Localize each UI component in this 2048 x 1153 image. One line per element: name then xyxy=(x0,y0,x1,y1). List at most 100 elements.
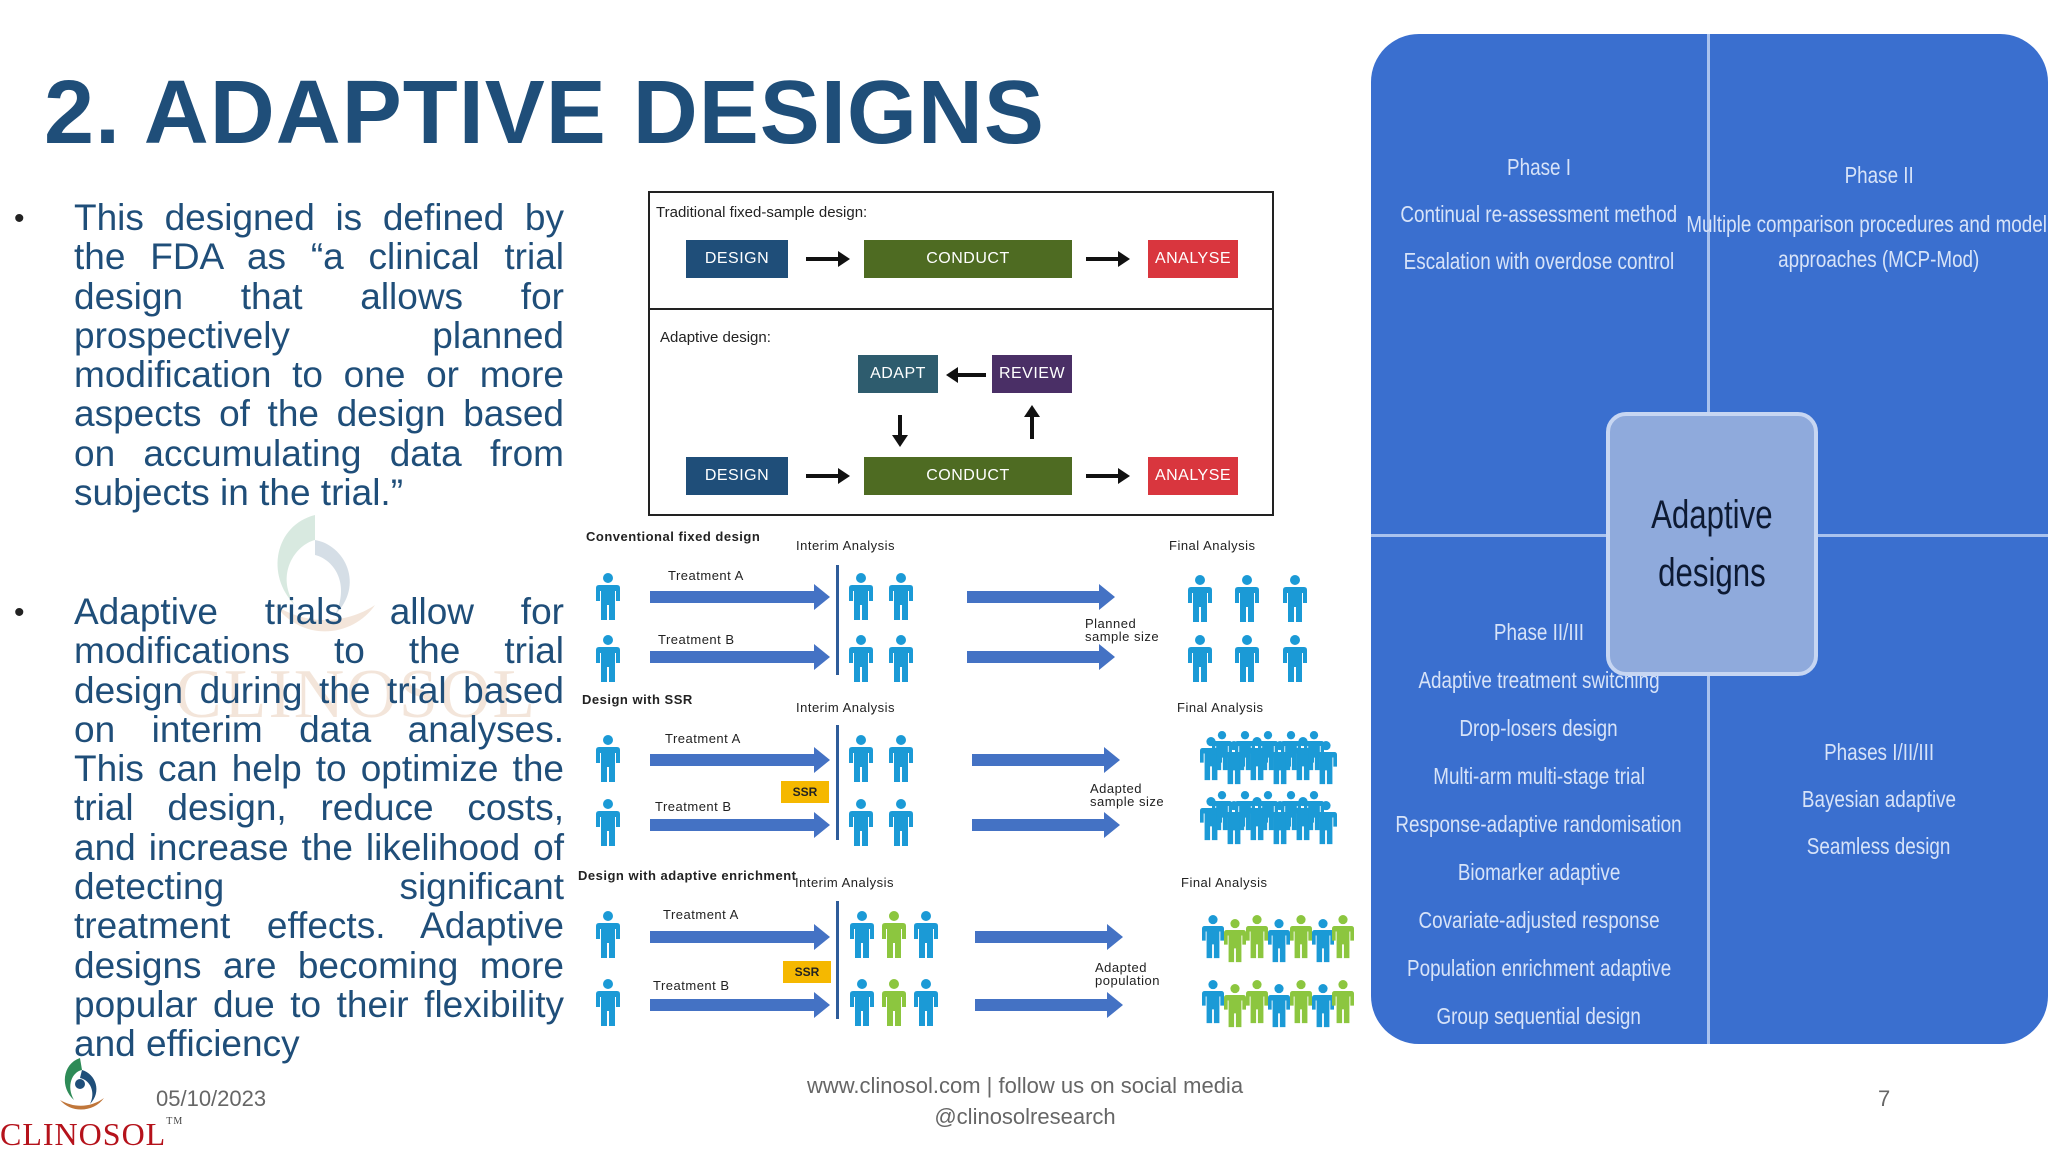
quadrant-item: Phase II/III xyxy=(1493,619,1585,645)
person-icon xyxy=(596,573,620,620)
middle-label: Planned sample size xyxy=(1085,616,1160,644)
arrow-right xyxy=(806,251,850,267)
watermark-text: CLINOSOL xyxy=(175,656,538,733)
quadrant-item: Covariate-adjusted response xyxy=(1418,907,1660,933)
person-icon xyxy=(596,635,620,682)
schematic-divider xyxy=(650,308,1272,310)
person-icon xyxy=(1290,915,1312,959)
quadrant-item: Drop-losers design xyxy=(1459,715,1619,741)
treatment-arrow xyxy=(967,584,1115,610)
quadrant-item: Phase II xyxy=(1844,162,1914,188)
logo-wordmark: CLINOSOL xyxy=(0,1116,167,1152)
person-icon xyxy=(596,979,620,1026)
treatment-arrow xyxy=(650,924,830,950)
person-icon xyxy=(914,979,938,1026)
arrow-right xyxy=(806,468,850,484)
treatment-arrow xyxy=(650,812,830,838)
quadrant-item: Escalation with overdose control xyxy=(1403,248,1675,274)
quadrant-item: Group sequential design xyxy=(1436,1003,1642,1029)
center-text: designs xyxy=(1658,551,1766,595)
person-icon xyxy=(1212,791,1232,831)
logo-trademark: TM xyxy=(166,1116,184,1127)
person-icon xyxy=(1281,731,1301,771)
person-icon xyxy=(849,799,873,846)
design-schematic: Traditional fixed-sample design: DESIGN … xyxy=(648,191,1274,516)
person-icon xyxy=(849,573,873,620)
person-icon xyxy=(1283,575,1307,622)
ssr-tag: SSR xyxy=(781,781,829,803)
ssr-tag: SSR xyxy=(783,961,831,983)
final-label: Final Analysis xyxy=(1181,875,1268,890)
treatment-a-label: Treatment A xyxy=(665,731,741,746)
person-icon xyxy=(882,911,906,958)
quadrant-item: Continual re-assessment method xyxy=(1400,201,1678,227)
person-icon xyxy=(1212,731,1232,771)
interim-label: Interim Analysis xyxy=(795,875,895,890)
person-icon xyxy=(850,911,874,958)
bullet-symbol: • xyxy=(14,202,25,235)
interim-line xyxy=(836,565,839,675)
bullet-2-text: Adaptive trials allow for modifications … xyxy=(74,591,564,1065)
box-design: DESIGN xyxy=(686,240,788,278)
treatment-arrow xyxy=(650,992,830,1018)
person-icon xyxy=(596,735,620,782)
center-box: Adaptive designs xyxy=(1606,412,1818,676)
watermark-logo-icon xyxy=(275,515,375,632)
interim-line xyxy=(836,901,839,1019)
person-icon xyxy=(850,979,874,1026)
section-title: Conventional fixed design xyxy=(586,529,761,544)
footer-date: 05/10/2023 xyxy=(156,1086,267,1111)
person-icon xyxy=(1246,980,1268,1024)
box-analyse: ANALYSE xyxy=(1148,240,1238,278)
quadrant-item: approaches (MCP-Mod) xyxy=(1778,246,1980,272)
final-label: Final Analysis xyxy=(1177,700,1264,715)
logo-text: CLINOSOLTM xyxy=(0,1116,183,1153)
person-icon xyxy=(889,573,913,620)
person-icon xyxy=(1304,791,1324,831)
box-adapt: ADAPT xyxy=(858,355,938,393)
interim-line xyxy=(836,725,839,840)
section-title: Design with SSR xyxy=(582,692,693,707)
middle-label: Adapted population xyxy=(1095,960,1160,988)
person-icon xyxy=(1235,731,1255,771)
treatment-a-label: Treatment A xyxy=(668,568,744,583)
footer-handle: @clinosolresearch xyxy=(934,1104,1116,1129)
treatment-b-label: Treatment B xyxy=(658,632,735,647)
page-number: 7 xyxy=(1878,1086,1891,1111)
person-icon xyxy=(1188,575,1212,622)
box-design: DESIGN xyxy=(686,457,788,495)
person-icon xyxy=(1312,919,1334,963)
footer-center: www.clinosol.com | follow us on social m… xyxy=(760,1070,1290,1132)
treatment-arrow xyxy=(650,644,830,670)
person-icon xyxy=(1224,984,1246,1028)
person-icon xyxy=(596,799,620,846)
footer-website: www.clinosol.com | follow us on social m… xyxy=(806,1073,1244,1098)
person-icon xyxy=(1202,915,1224,959)
middle-label: Adapted sample size xyxy=(1090,781,1165,809)
treatment-b-label: Treatment B xyxy=(655,799,732,814)
quadrant-item: Biomarker adaptive xyxy=(1457,859,1621,885)
slide-title: 2. ADAPTIVE DESIGNS xyxy=(44,63,1045,163)
treatment-arrow xyxy=(972,747,1120,773)
person-icon xyxy=(849,635,873,682)
person-icon xyxy=(1224,919,1246,963)
person-icon xyxy=(1258,791,1278,831)
adaptive-label: Adaptive design: xyxy=(660,329,771,346)
person-icon xyxy=(1258,731,1278,771)
arrow-up xyxy=(1024,405,1040,439)
treatment-arrow xyxy=(650,747,830,773)
bullet-1-text: This designed is defined by the FDA as “… xyxy=(74,197,564,514)
person-icon xyxy=(914,911,938,958)
person-icon xyxy=(1281,791,1301,831)
person-icon xyxy=(1312,984,1334,1028)
person-icon xyxy=(1283,635,1307,682)
treatment-arrow xyxy=(972,812,1120,838)
adaptive-designs-panel: Phase I Continual re-assessment method E… xyxy=(1371,34,2048,1044)
person-icon xyxy=(889,635,913,682)
bullet-symbol: • xyxy=(14,596,25,629)
person-icon xyxy=(1268,984,1290,1028)
box-conduct: CONDUCT xyxy=(864,240,1072,278)
quadrant-phase-2-3: Phase II/III Adaptive treatment switchin… xyxy=(1371,619,1707,1030)
person-icon xyxy=(1304,731,1324,771)
clinosol-logo: CLINOSOLTM xyxy=(0,1050,182,1152)
